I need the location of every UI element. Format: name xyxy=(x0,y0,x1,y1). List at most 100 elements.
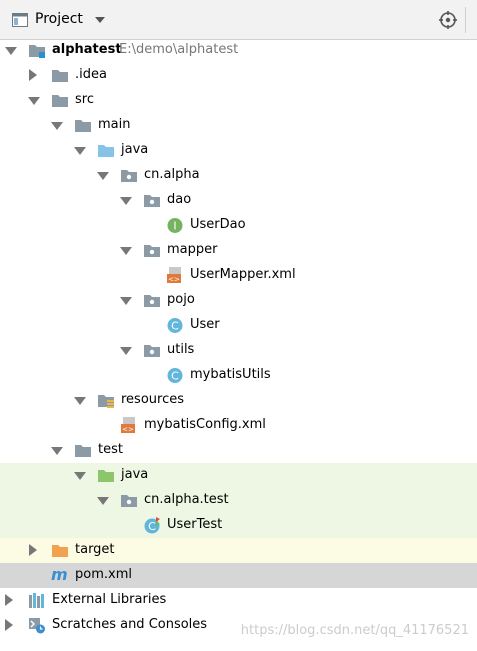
tree-row-utils[interactable]: utils xyxy=(0,338,477,363)
project-path: E:\demo\alphatest xyxy=(119,42,239,57)
resources-folder-icon xyxy=(98,395,114,408)
project-name: alphatest xyxy=(52,42,122,57)
package-label: cn.alpha.test xyxy=(144,492,229,507)
chevron-right-icon[interactable] xyxy=(5,594,13,606)
locate-icon[interactable] xyxy=(439,11,457,29)
file-label: User xyxy=(190,317,220,332)
interface-icon: I xyxy=(167,218,183,233)
node-label: External Libraries xyxy=(52,592,167,607)
folder-icon xyxy=(52,95,68,107)
scratches-icon xyxy=(29,618,45,634)
tree-row-src[interactable]: src xyxy=(0,88,477,113)
module-folder-icon xyxy=(29,45,45,58)
tree-row-userdao[interactable]: I UserDao xyxy=(0,213,477,238)
chevron-down-icon[interactable] xyxy=(74,397,86,405)
package-icon xyxy=(121,170,137,182)
chevron-down-icon[interactable] xyxy=(51,122,63,130)
xml-file-icon: <> xyxy=(167,267,181,284)
header-separator xyxy=(465,7,466,33)
folder-label: java xyxy=(121,142,149,157)
svg-text:<>: <> xyxy=(122,426,134,434)
tree-row-mybatisconfig-xml[interactable]: <> mybatisConfig.xml xyxy=(0,413,477,438)
svg-text:C: C xyxy=(171,370,179,383)
chevron-down-icon[interactable] xyxy=(97,497,109,505)
tree-row-resources[interactable]: resources xyxy=(0,388,477,413)
chevron-right-icon[interactable] xyxy=(29,544,37,556)
chevron-down-icon[interactable] xyxy=(28,97,40,105)
project-panel-header: Project xyxy=(0,0,477,40)
chevron-down-icon[interactable] xyxy=(5,47,17,55)
node-label: Scratches and Consoles xyxy=(52,617,208,632)
maven-icon: m xyxy=(51,565,68,584)
folder-icon xyxy=(75,445,91,457)
package-icon xyxy=(144,345,160,357)
package-label: cn.alpha xyxy=(144,167,200,182)
svg-text:C: C xyxy=(171,320,179,333)
tree-row-mapper[interactable]: mapper xyxy=(0,238,477,263)
package-label: mapper xyxy=(167,242,218,257)
tree-row-mybatisutils[interactable]: C mybatisUtils xyxy=(0,363,477,388)
file-label: mybatisUtils xyxy=(190,367,271,382)
tree-row-usermapper-xml[interactable]: <> UserMapper.xml xyxy=(0,263,477,288)
chevron-down-icon[interactable] xyxy=(74,472,86,480)
tree-row-test-package[interactable]: cn.alpha.test xyxy=(0,488,477,513)
folder-label: java xyxy=(121,467,149,482)
file-label: UserTest xyxy=(167,517,223,532)
tree-row-external-libraries[interactable]: External Libraries xyxy=(0,588,477,613)
tree-row-pom-xml[interactable]: m pom.xml xyxy=(0,563,477,588)
package-icon xyxy=(144,295,160,307)
tree-row-dao[interactable]: dao xyxy=(0,188,477,213)
library-icon xyxy=(29,593,44,608)
package-label: pojo xyxy=(167,292,195,307)
chevron-down-icon[interactable] xyxy=(97,172,109,180)
file-label: pom.xml xyxy=(75,567,132,582)
folder-label: target xyxy=(75,542,115,557)
folder-label: resources xyxy=(121,392,185,407)
folder-label: main xyxy=(98,117,131,132)
tree-row-user[interactable]: C User xyxy=(0,313,477,338)
package-icon xyxy=(121,495,137,507)
folder-icon xyxy=(75,120,91,132)
svg-text:C: C xyxy=(148,520,156,533)
tree-row-project-root[interactable]: alphatest E:\demo\alphatest xyxy=(0,38,477,63)
project-view-icon xyxy=(12,13,28,27)
file-label: UserDao xyxy=(190,217,246,232)
file-label: mybatisConfig.xml xyxy=(144,417,266,432)
panel-title[interactable]: Project xyxy=(35,11,83,27)
chevron-right-icon[interactable] xyxy=(29,69,37,81)
package-label: utils xyxy=(167,342,195,357)
chevron-down-icon[interactable] xyxy=(120,247,132,255)
tree-row-package[interactable]: cn.alpha xyxy=(0,163,477,188)
test-source-folder-icon xyxy=(98,470,114,482)
folder-label: src xyxy=(75,92,94,107)
test-class-icon: C xyxy=(144,517,160,534)
tree-row-test[interactable]: test xyxy=(0,438,477,463)
watermark: https://blog.csdn.net/qq_41176521 xyxy=(240,623,469,638)
chevron-down-icon[interactable] xyxy=(120,347,132,355)
tree-row-scratches[interactable]: Scratches and Consoles xyxy=(0,613,477,638)
chevron-down-icon[interactable] xyxy=(120,197,132,205)
excluded-folder-icon xyxy=(52,545,68,557)
tree-row-idea[interactable]: .idea xyxy=(0,63,477,88)
svg-text:<>: <> xyxy=(168,276,180,284)
folder-label: .idea xyxy=(75,67,107,82)
package-icon xyxy=(144,245,160,257)
chevron-down-icon[interactable] xyxy=(74,147,86,155)
package-icon xyxy=(144,195,160,207)
tree-row-pojo[interactable]: pojo xyxy=(0,288,477,313)
tree-row-usertest[interactable]: C UserTest xyxy=(0,513,477,538)
chevron-right-icon[interactable] xyxy=(5,619,13,631)
file-label: UserMapper.xml xyxy=(190,267,296,282)
chevron-down-icon[interactable] xyxy=(51,447,63,455)
folder-icon xyxy=(52,70,68,82)
tree-row-main-java[interactable]: java xyxy=(0,138,477,163)
svg-text:I: I xyxy=(173,220,176,233)
tree-row-main[interactable]: main xyxy=(0,113,477,138)
folder-label: test xyxy=(98,442,123,457)
chevron-down-icon[interactable] xyxy=(95,17,105,23)
xml-file-icon: <> xyxy=(121,417,135,434)
tree-row-test-java[interactable]: java xyxy=(0,463,477,488)
class-icon: C xyxy=(167,368,183,383)
tree-row-target[interactable]: target xyxy=(0,538,477,563)
chevron-down-icon[interactable] xyxy=(120,297,132,305)
